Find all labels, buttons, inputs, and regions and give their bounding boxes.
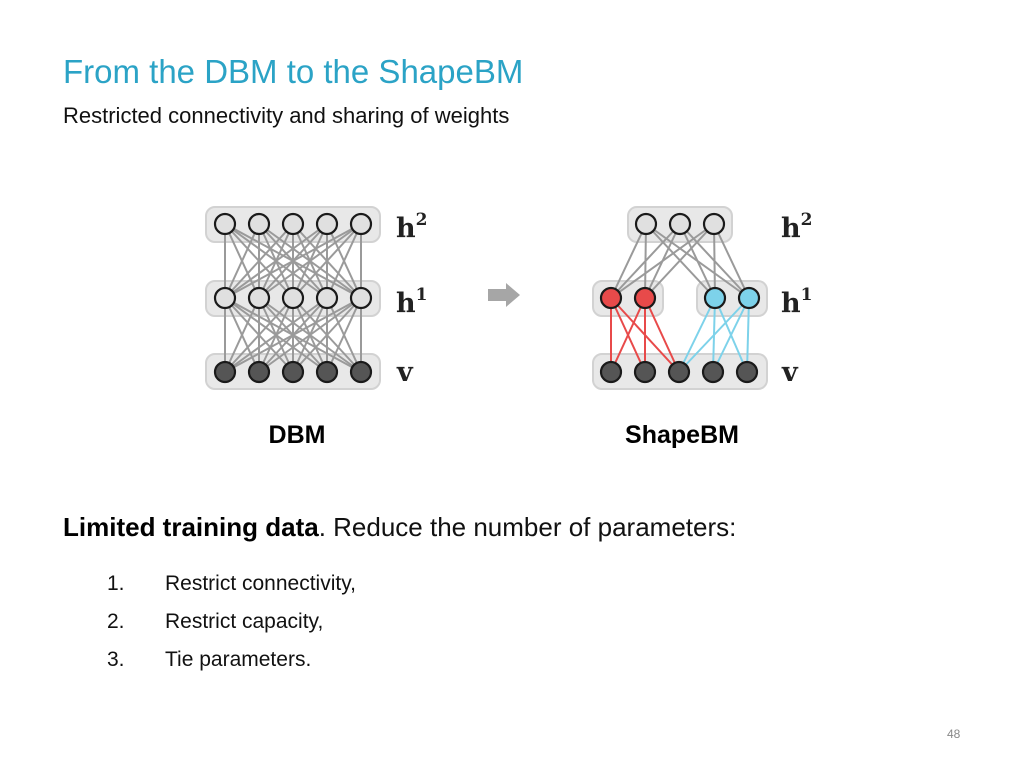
dbm-layer-labels: h2 h1 v <box>396 210 427 388</box>
shapebm-v-unit <box>735 360 759 384</box>
shapebm-label-h2-sup: 2 <box>801 210 813 230</box>
list-item-number: 2. <box>107 610 125 633</box>
dbm-network <box>205 206 381 390</box>
shapebm-label-h2: h2 <box>781 210 812 244</box>
shapebm-h2-edge <box>645 223 750 299</box>
dbm-edge <box>292 297 362 373</box>
list-item-text: Tie parameters. <box>165 648 312 671</box>
slide-subtitle: Restricted connectivity and sharing of w… <box>63 103 510 128</box>
dbm-edge <box>326 223 362 299</box>
dbm-edge <box>224 297 328 373</box>
shapebm-v-unit <box>599 360 623 384</box>
dbm-h1-unit <box>247 286 271 310</box>
dbm-edge <box>292 223 362 299</box>
dbm-h1-unit <box>315 286 339 310</box>
shapebm-h2-edge <box>644 223 681 299</box>
dbm-label-h1-sup: 1 <box>416 285 428 305</box>
shapebm-left-patch-edge <box>610 297 646 373</box>
dbm-h2-unit <box>213 212 237 236</box>
dbm-edge <box>258 297 362 373</box>
dbm-label-h2-base: h <box>396 213 416 244</box>
shapebm-right-patch-edge <box>678 297 750 373</box>
dbm-label-h2-sup: 2 <box>416 210 428 230</box>
dbm-edge <box>224 297 362 373</box>
shapebm-h2-edge <box>645 223 716 299</box>
dbm-label-v: v <box>396 357 414 388</box>
shapebm-h1-left-unit <box>633 286 657 310</box>
shapebm-label-h1: h1 <box>781 285 812 319</box>
shapebm-label-h2-base: h <box>781 213 801 244</box>
page-number: 48 <box>947 727 961 741</box>
dbm-v-unit <box>281 360 305 384</box>
dbm-h2-unit <box>281 212 305 236</box>
dbm-edge <box>224 223 260 299</box>
dbm-edge <box>224 223 362 299</box>
list-item-text: Restrict capacity, <box>165 610 324 633</box>
dbm-edge <box>326 297 362 373</box>
shapebm-right-patch-edge <box>678 297 716 373</box>
shapebm-layer-labels: h2 h1 v <box>781 210 812 388</box>
dbm-label-h1-base: h <box>396 288 416 319</box>
dbm-h1-unit <box>349 286 373 310</box>
shapebm-h2-unit <box>702 212 726 236</box>
list-item: 1. Restrict connectivity, <box>107 570 356 608</box>
shapebm-connections <box>610 223 750 373</box>
shapebm-v-unit <box>701 360 725 384</box>
lead-bold: Limited training data <box>63 512 319 542</box>
shapebm-label-h1-base: h <box>781 288 801 319</box>
shapebm-h2-unit <box>634 212 658 236</box>
slide-title: From the DBM to the ShapeBM <box>63 53 524 90</box>
dbm-label-h1: h1 <box>396 285 427 319</box>
shapebm-label-h1-sup: 1 <box>801 285 813 305</box>
shapebm-h2-unit <box>668 212 692 236</box>
shapebm-left-patch-edge <box>644 297 680 373</box>
dbm-v-unit <box>247 360 271 384</box>
dbm-h1-unit <box>213 286 237 310</box>
shapebm-h2-edge <box>713 223 750 299</box>
dbm-h2-unit <box>349 212 373 236</box>
shapebm-v-unit <box>667 360 691 384</box>
shapebm-right-patch-edge <box>712 297 750 373</box>
shapebm-label-v: v <box>781 357 799 388</box>
dbm-v-unit <box>349 360 373 384</box>
dbm-edge <box>224 223 328 299</box>
dbm-caption: DBM <box>268 421 326 449</box>
list-item: 3. Tie parameters. <box>107 646 356 684</box>
list-item-text: Restrict connectivity, <box>165 572 356 595</box>
shapebm-h1-right-unit <box>737 286 761 310</box>
right-arrow-icon <box>488 283 520 307</box>
dbm-edge <box>224 297 260 373</box>
shapebm-h2-edge <box>679 223 750 299</box>
dbm-edge <box>224 223 294 299</box>
shapebm-v-unit <box>633 360 657 384</box>
shapebm-caption: ShapeBM <box>625 421 739 449</box>
parameter-reduction-list: 1. Restrict connectivity, 2. Restrict capa… <box>107 570 356 684</box>
shapebm-h1-left-unit <box>599 286 623 310</box>
list-item: 2. Restrict capacity, <box>107 608 356 646</box>
list-item-number: 1. <box>107 572 125 595</box>
shapebm-right-patch-edge <box>746 297 750 373</box>
dbm-edge <box>258 223 362 299</box>
shapebm-network <box>592 206 768 390</box>
network-diagram: h2 h1 v h2 h1 v <box>205 206 812 390</box>
shapebm-h2-edge <box>644 223 647 299</box>
shapebm-units <box>599 212 761 384</box>
dbm-label-h2: h2 <box>396 210 427 244</box>
list-item-number: 3. <box>107 648 125 671</box>
dbm-h2-unit <box>247 212 271 236</box>
dbm-v-unit <box>315 360 339 384</box>
dbm-h2-unit <box>315 212 339 236</box>
dbm-connections <box>224 223 362 373</box>
dbm-units <box>213 212 373 384</box>
dbm-h1-unit <box>281 286 305 310</box>
lead-sentence: Limited training data. Reduce the number… <box>63 512 736 543</box>
dbm-v-unit <box>213 360 237 384</box>
lead-rest: . Reduce the number of parameters: <box>318 512 737 542</box>
shapebm-h1-right-unit <box>703 286 727 310</box>
dbm-edge <box>224 297 294 373</box>
shapebm-h2-edge <box>610 223 647 299</box>
